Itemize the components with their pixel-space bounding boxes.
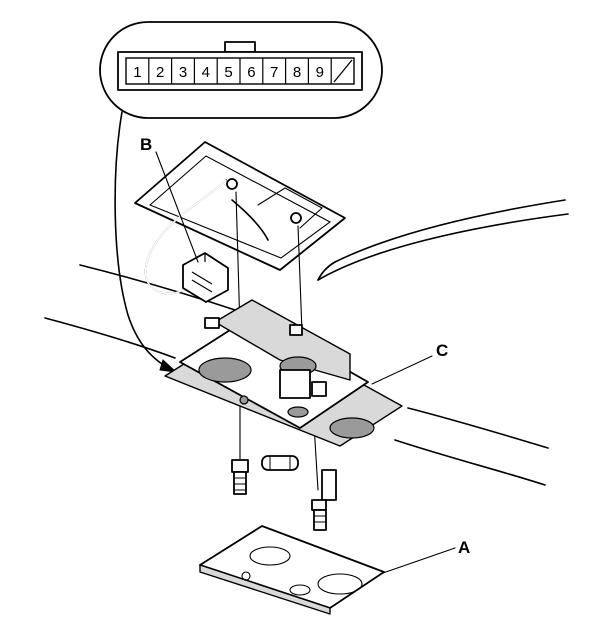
connector-b bbox=[182, 252, 229, 303]
lens-a bbox=[199, 525, 385, 615]
callout-b: B bbox=[140, 135, 152, 154]
roof-contour-lines bbox=[44, 199, 569, 486]
pin-label: 5 bbox=[224, 64, 232, 81]
pin-label: 4 bbox=[202, 64, 210, 81]
pin-label: 2 bbox=[156, 64, 164, 81]
callout-c: C bbox=[436, 341, 448, 360]
pin-label: 6 bbox=[247, 64, 255, 81]
pin-label: 3 bbox=[179, 64, 187, 81]
callout-a: A bbox=[458, 538, 470, 557]
pin-label: 1 bbox=[133, 64, 141, 81]
pin-label: 8 bbox=[293, 64, 301, 81]
screws-and-bulb bbox=[231, 455, 337, 531]
pin-label: 7 bbox=[270, 64, 278, 81]
housing-c bbox=[164, 299, 403, 447]
pin-label: 9 bbox=[316, 64, 324, 81]
